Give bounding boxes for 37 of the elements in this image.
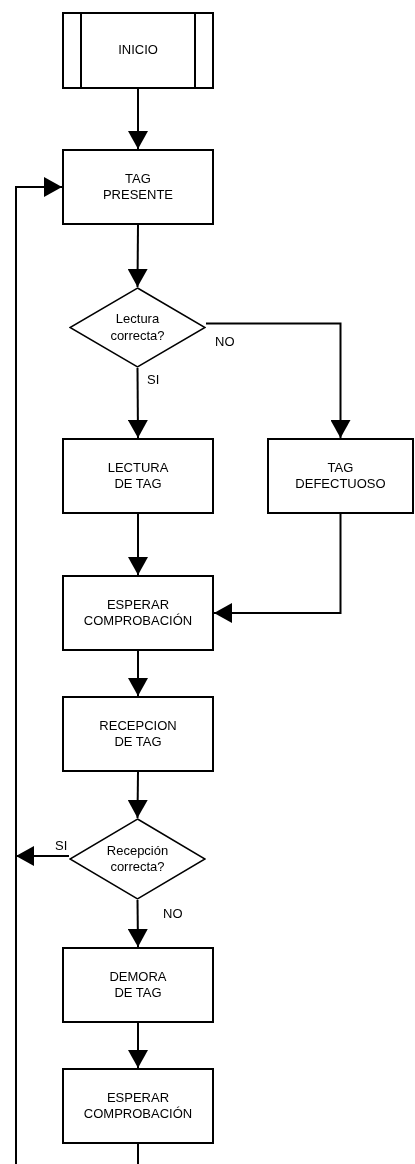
- step-label: DEMORA DE TAG: [108, 968, 168, 1002]
- step-label: LECTURA DE TAG: [106, 459, 170, 493]
- step-label: RECEPCION DE TAG: [99, 717, 177, 751]
- process-box: [62, 696, 214, 772]
- edge-label: NO: [214, 334, 236, 349]
- process-box: [62, 438, 214, 514]
- arrow: [15, 177, 63, 1164]
- arrow: [205, 322, 351, 439]
- decision-text: Recepción correcta?: [105, 842, 170, 876]
- arrow: [128, 513, 148, 576]
- arrow: [127, 367, 148, 439]
- arrow: [213, 513, 342, 623]
- process-box: [62, 1068, 214, 1144]
- arrow: [128, 650, 148, 697]
- process-box: [62, 947, 214, 1023]
- decision-diamond: [69, 818, 206, 900]
- edge-label: SI: [54, 838, 69, 853]
- step-label: ESPERAR COMPROBACIÓN: [83, 596, 193, 630]
- arrow: [128, 1022, 148, 1069]
- step-label: TAG PRESENTE: [101, 170, 175, 204]
- arrow: [127, 899, 148, 948]
- arrow: [128, 88, 148, 150]
- arrow: [127, 771, 148, 819]
- decision-text: Lectura correcta?: [109, 311, 166, 344]
- edge-label: NO: [162, 906, 184, 921]
- process-box: [62, 575, 214, 651]
- process-box: [267, 438, 414, 514]
- step-label: INICIO: [118, 42, 158, 59]
- arrow: [127, 224, 148, 288]
- step-label: ESPERAR COMPROBACIÓN: [83, 1089, 193, 1123]
- edge-label: SI: [146, 372, 161, 387]
- decision-diamond: [69, 287, 206, 368]
- predefined-process-box: [62, 12, 214, 89]
- connector-line: [137, 1143, 139, 1164]
- step-label: TAG DEFECTUOSO: [295, 459, 386, 493]
- arrow: [15, 846, 70, 866]
- process-box: [62, 149, 214, 225]
